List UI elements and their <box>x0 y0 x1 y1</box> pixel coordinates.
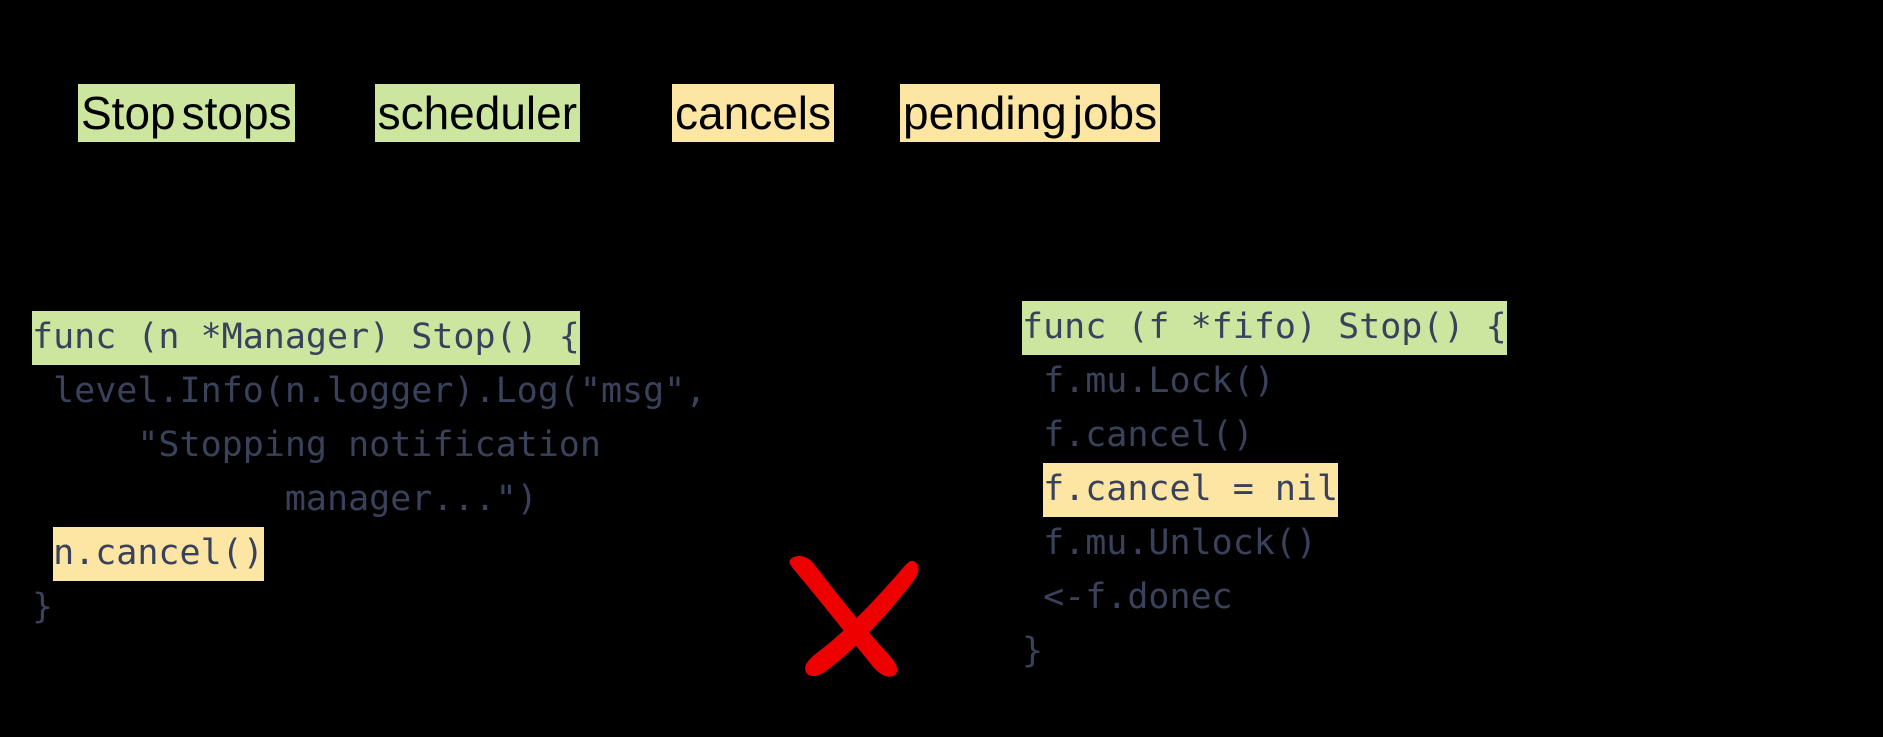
code-segment-highlighted: f.cancel = nil <box>1043 463 1339 517</box>
code-segment: f.mu.Unlock() <box>1022 523 1318 563</box>
code-segment-highlighted: func (n *Manager) Stop() { <box>32 311 580 365</box>
code-line: <-f.donec <box>1022 570 1507 624</box>
code-segment <box>1022 463 1043 517</box>
code-line: manager...") <box>32 472 706 526</box>
title-token-pending: pending <box>900 84 1070 142</box>
title-token-stops: stops <box>178 84 295 142</box>
code-segment: manager...") <box>32 479 538 519</box>
code-segment: <-f.donec <box>1022 577 1233 617</box>
code-line: f.cancel = nil <box>1022 462 1507 517</box>
code-line: n.cancel() <box>32 526 706 581</box>
title-token-cancels: cancels <box>672 84 835 142</box>
title-token-jobs: jobs <box>1069 84 1161 142</box>
title-token-stop: Stop <box>78 84 179 142</box>
code-line: func (f *fifo) Stop() { <box>1022 300 1507 355</box>
code-segment: f.cancel() <box>1022 415 1254 455</box>
code-segment-highlighted: func (f *fifo) Stop() { <box>1022 301 1507 355</box>
code-line: func (n *Manager) Stop() { <box>32 310 706 365</box>
code-segment <box>32 527 53 581</box>
red-x-annotation-icon <box>778 552 928 677</box>
code-segment: } <box>1022 631 1044 671</box>
code-line: f.cancel() <box>1022 408 1507 462</box>
code-segment: } <box>32 587 54 627</box>
code-segment: f.mu.Lock() <box>1022 361 1275 401</box>
code-segment-highlighted: n.cancel() <box>53 527 264 581</box>
code-segment: "Stopping notification <box>32 425 601 465</box>
code-line: } <box>32 580 706 634</box>
code-line: level.Info(n.logger).Log("msg", <box>32 364 706 418</box>
code-block-right: func (f *fifo) Stop() { f.mu.Lock() f.ca… <box>1022 300 1507 678</box>
code-block-left: func (n *Manager) Stop() { level.Info(n.… <box>32 310 706 634</box>
code-line: f.mu.Lock() <box>1022 354 1507 408</box>
code-line: f.mu.Unlock() <box>1022 516 1507 570</box>
title-token-scheduler: scheduler <box>374 84 581 142</box>
code-line: "Stopping notification <box>32 418 706 472</box>
code-line: } <box>1022 624 1507 678</box>
code-segment: level.Info(n.logger).Log("msg", <box>32 371 707 411</box>
